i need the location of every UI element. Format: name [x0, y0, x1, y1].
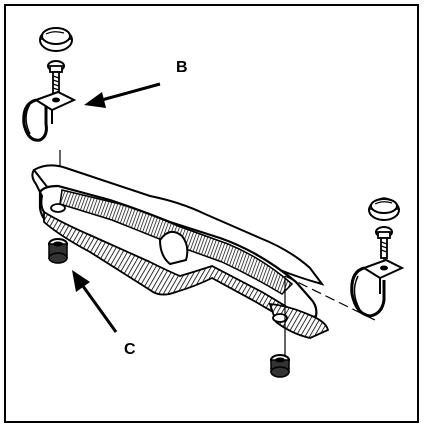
cap-icon	[39, 27, 73, 52]
cowl-panel-icon	[31, 164, 330, 339]
bracket-icon	[22, 90, 77, 142]
screw-icon	[47, 60, 65, 95]
grommet-icon	[270, 354, 290, 378]
bracket-icon	[350, 258, 405, 318]
cap-icon	[368, 197, 400, 221]
callout-label-c: C	[124, 341, 136, 358]
arrow-c-icon	[72, 270, 118, 333]
arrow-b-icon	[84, 82, 161, 108]
callout-label-b: B	[176, 59, 188, 76]
grommet-icon	[48, 238, 68, 264]
screw-icon	[375, 226, 393, 259]
